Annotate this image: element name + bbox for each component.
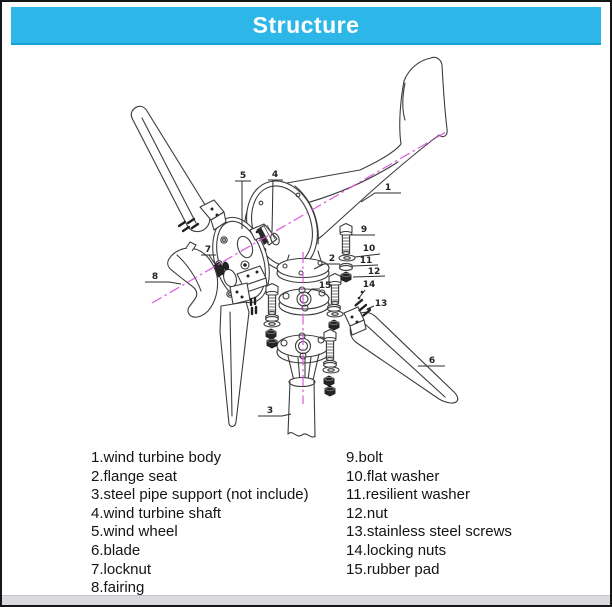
bolt-column-right [322,272,344,397]
legend-item-10: 10.flat washer [346,467,440,485]
callout-label-6: 6 [429,356,435,366]
callout-6: 6 [418,356,445,367]
callout-label-11: 11 [360,256,373,266]
callout-3: 3 [258,406,292,417]
callout-9: 9 [351,225,375,236]
bottom-divider-strip [2,595,610,605]
page-title: Structure [252,11,360,38]
callout-label-10: 10 [363,244,376,254]
callout-label-2: 2 [329,254,335,264]
legend-item-4: 4.wind turbine shaft [91,504,222,522]
callout-label-9: 9 [361,225,367,235]
blade-top-left [130,105,227,233]
callout-11: 11 [352,256,379,267]
callout-8: 8 [145,272,182,285]
callout-label-13: 13 [375,299,388,309]
callout-label-4: 4 [272,170,278,180]
turbine-body-and-tail [244,56,448,272]
callout-label-15: 15 [319,281,332,291]
header-bar: Structure [11,7,601,45]
steel-pipe-support [287,376,316,438]
legend-item-11: 11.resilient washer [346,486,470,504]
callout-label-12: 12 [368,267,381,277]
legend-item-2: 2.flange seat [91,467,177,485]
legend-item-15: 15.rubber pad [346,560,440,578]
callout-label-1: 1 [385,183,391,193]
callout-15: 15 [306,281,332,295]
callout-2: 2 [313,254,340,270]
callout-1: 1 [360,183,401,203]
wind-wheel-hub [212,216,270,304]
callout-13: 13 [366,299,387,311]
callout-5: 5 [235,171,251,229]
fairing-part [167,241,219,318]
callout-label-14: 14 [363,280,376,290]
callout-label-7: 7 [205,245,211,255]
legend-item-6: 6.blade [91,541,141,559]
blade-bottom-left [219,282,258,427]
legend-item-1: 1.wind turbine body [91,449,222,466]
legend-right-column: 9.bolt 10.flat washer 11.resilient washe… [346,449,512,579]
callout-label-3: 3 [267,406,273,416]
callout-12: 12 [352,267,386,278]
callout-14: 14 [358,280,376,299]
legend-left-column: 1.wind turbine body 2.flange seat 3.stee… [91,449,309,598]
legend-right-list: 9.bolt 10.flat washer 11.resilient washe… [346,449,512,579]
callout-label-5: 5 [240,171,246,181]
legend-item-9: 9.bolt [346,449,383,466]
callout-label-8: 8 [152,272,158,282]
bolt-column-left [263,282,281,349]
screws-and-locking-nuts [354,290,372,317]
legend-item-12: 12.nut [346,504,388,522]
legend-item-5: 5.wind wheel [91,523,178,541]
legend-item-3: 3.steel pipe support (not include) [91,486,309,504]
callout-10: 10 [354,244,381,258]
turbine-shaft [256,224,280,246]
rubber-pad [278,286,330,316]
blade-right [343,306,459,404]
callout-7: 7 [201,245,216,265]
legend-left-list: 1.wind turbine body 2.flange seat 3.stee… [91,449,309,598]
legend-item-7: 7.locknut [91,560,152,578]
legend-item-14: 14.locking nuts [346,541,447,559]
callout-4: 4 [268,170,283,233]
bolt-display-column [338,222,356,283]
centerline-main [151,131,447,304]
legend-item-13: 13.stainless steel screws [346,523,512,541]
legend-item-8: 8.fairing [91,579,145,597]
